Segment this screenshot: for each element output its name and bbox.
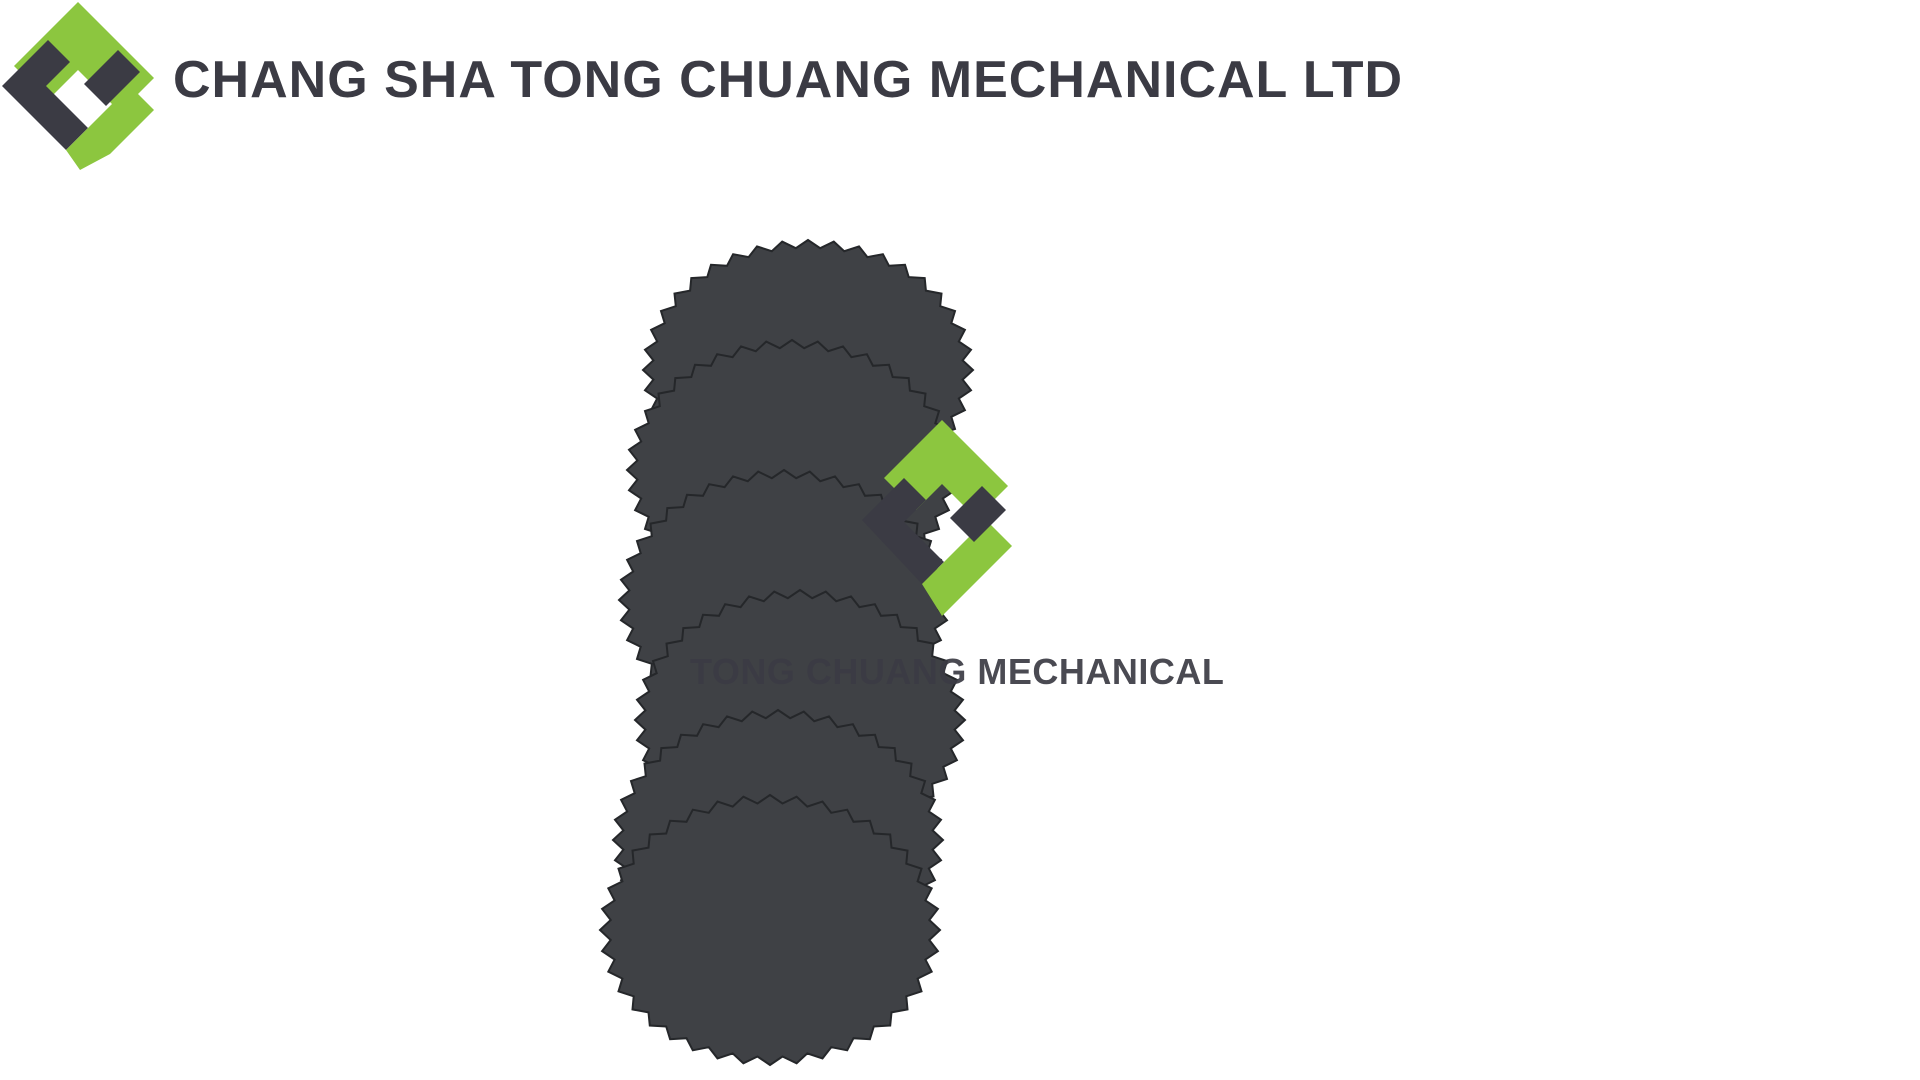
company-name: CHANG SHA TONG CHUANG MECHANICAL LTD (173, 51, 1404, 109)
steel-plate (598, 793, 942, 1067)
company-logo-icon (2, 2, 154, 170)
steel-plate-stack (598, 238, 975, 1067)
watermark-logo-icon (862, 420, 1012, 616)
watermark-text: TONG CHUANG MECHANICAL (690, 651, 1225, 692)
